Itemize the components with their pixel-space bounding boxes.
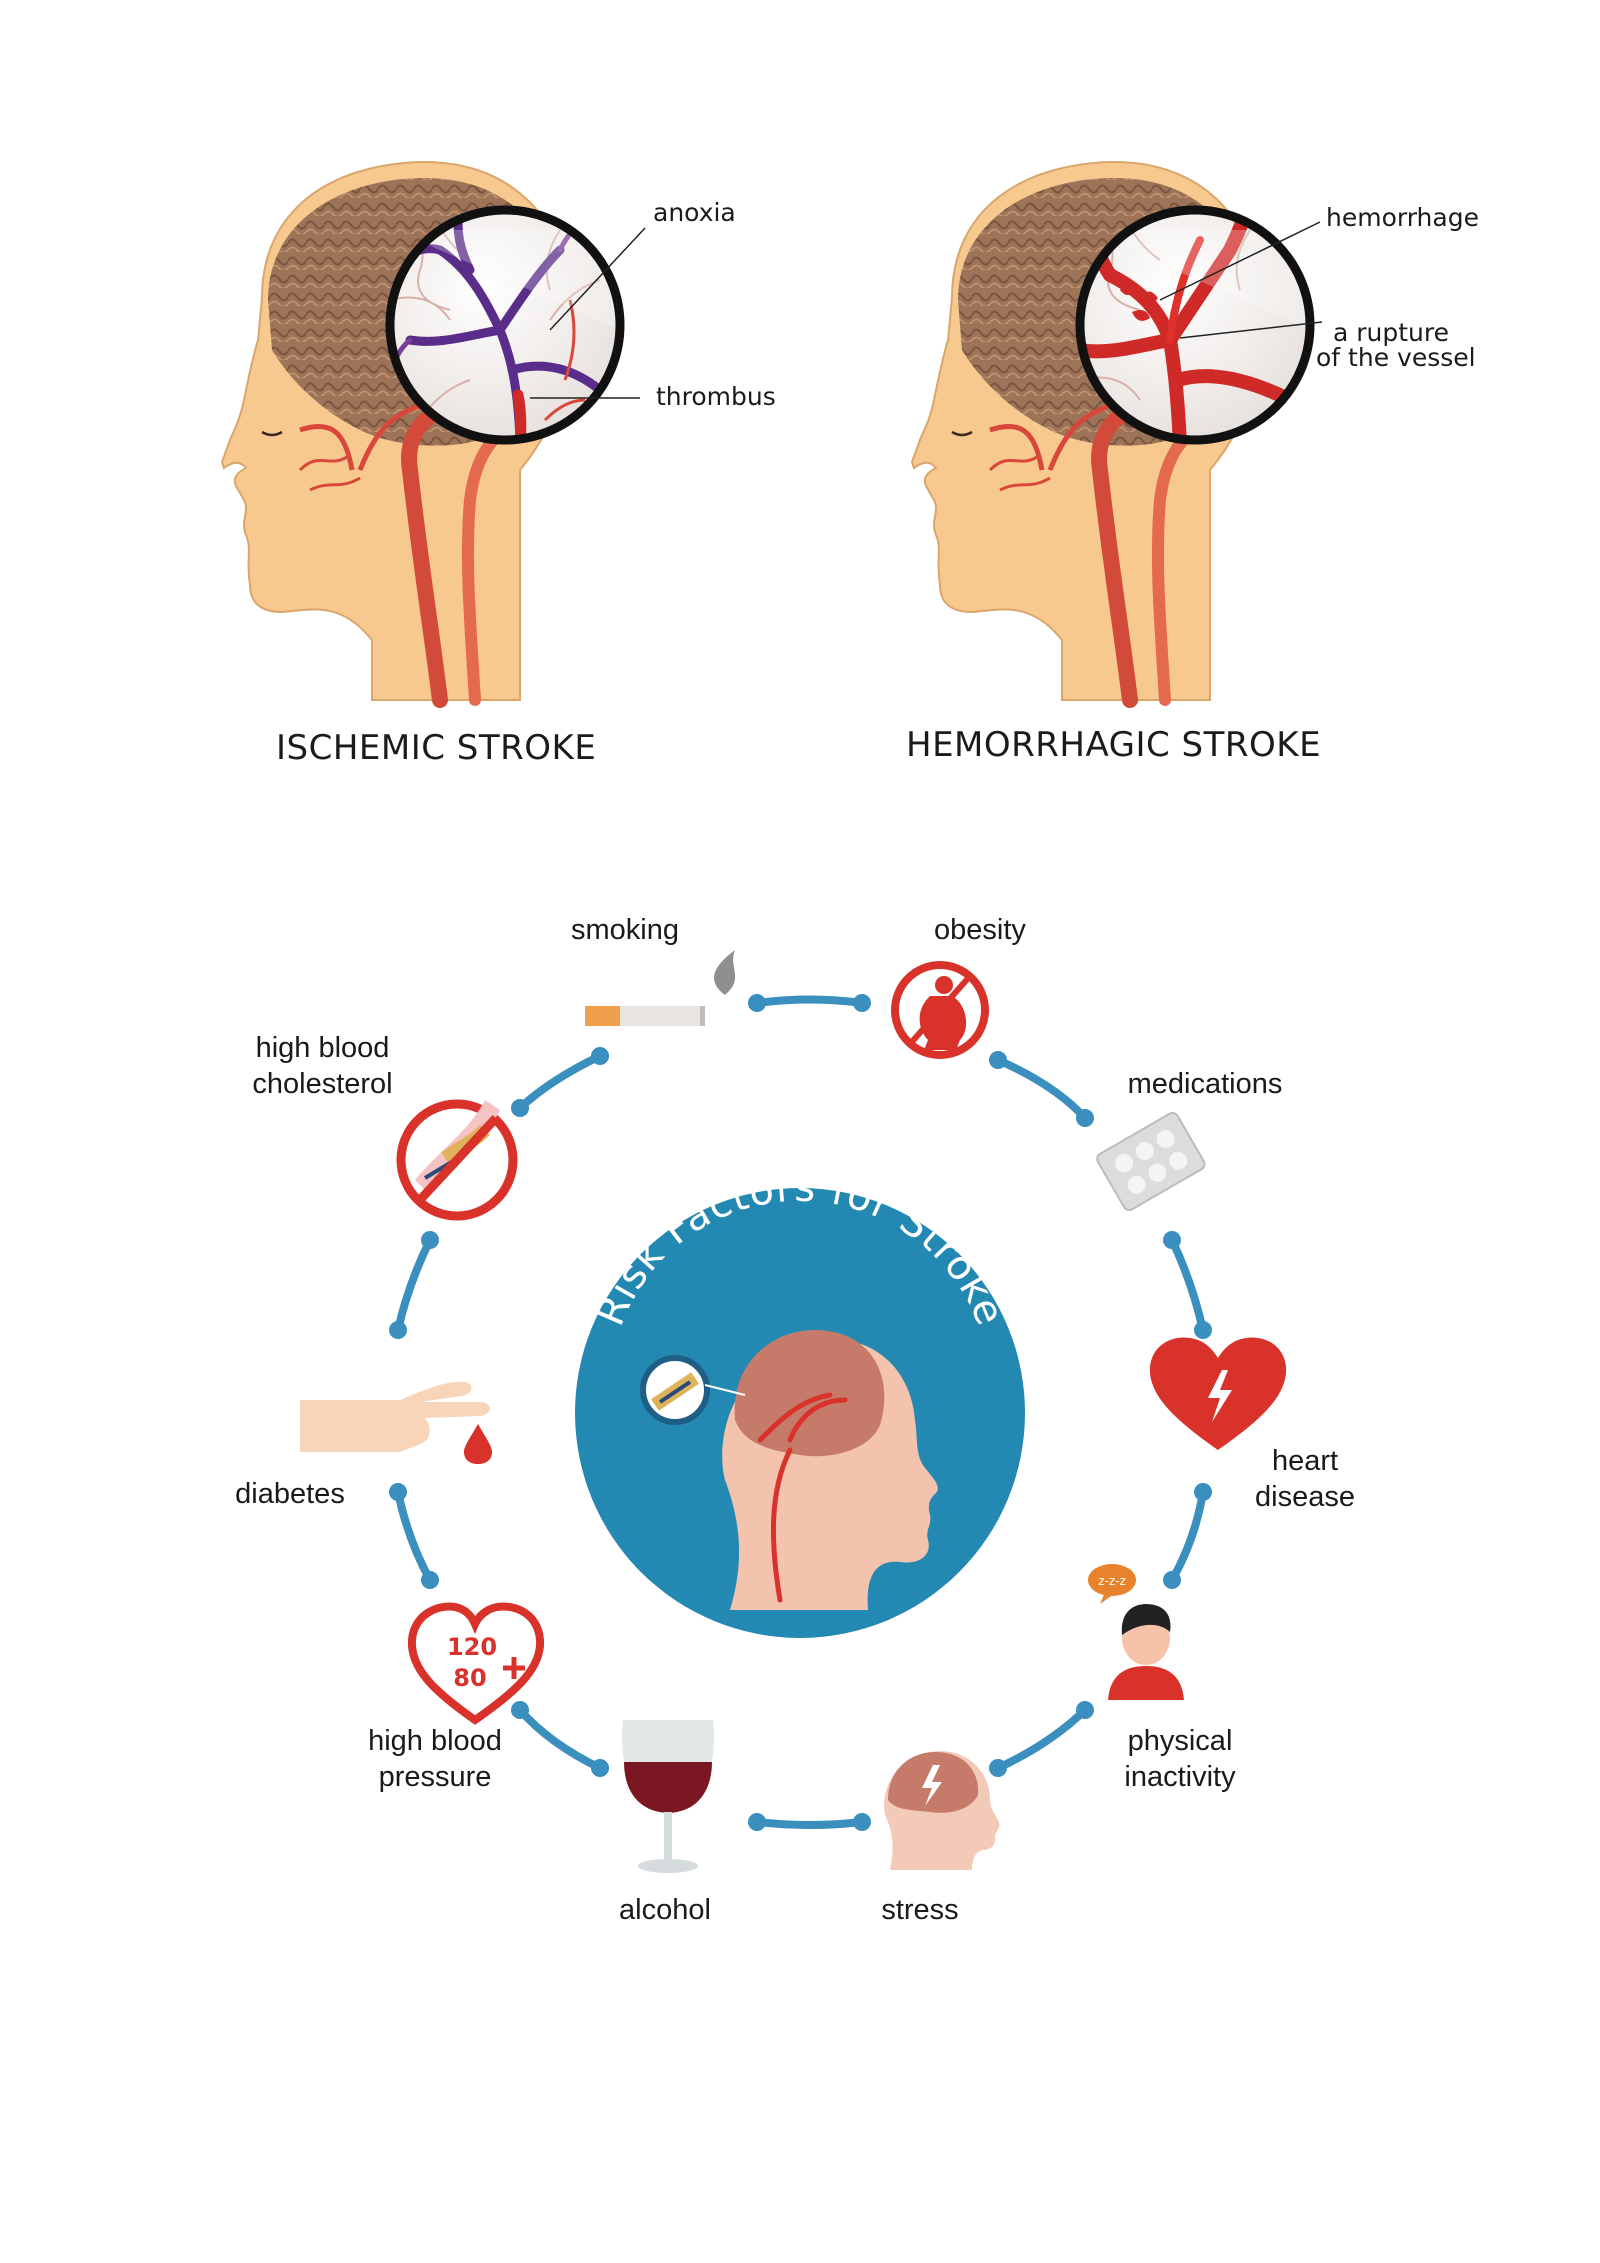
hemorrhagic-magnifier [1075, 205, 1323, 445]
ischemic-title: ISCHEMIC STROKE [276, 728, 597, 768]
connector-beads [389, 994, 1212, 1831]
obesity-icon [891, 961, 989, 1059]
hemorrhagic-label-hemorrhage: hemorrhage [1326, 203, 1479, 232]
diastolic-value: 80 [453, 1664, 486, 1692]
connector-ring [394, 995, 1207, 1829]
label-smoking: smoking [571, 914, 679, 946]
label-medications: medications [1127, 1068, 1283, 1100]
heart-disease-icon [1149, 1337, 1287, 1450]
hemorrhagic-label-rupture-line1: a rupture [1333, 318, 1450, 347]
ischemic-label-thrombus: thrombus [656, 382, 776, 411]
label-obesity: obesity [934, 914, 1026, 946]
svg-text:Risk Factors for Stroke: Risk Factors for Stroke [587, 1165, 1013, 1333]
ischemic-label-anoxia: anoxia [653, 198, 736, 227]
center-title: Risk Factors for Stroke [587, 1165, 1012, 1333]
stress-head-icon [884, 1751, 1000, 1870]
cholesterol-artery-icon [396, 1099, 518, 1221]
hemorrhagic-title: HEMORRHAGIC STROKE [906, 725, 1322, 765]
pills-icon [1096, 1111, 1206, 1212]
center-disk [575, 1188, 1025, 1638]
label-diabetes: diabetes [235, 1478, 345, 1510]
finger-blood-drop-icon [300, 1381, 492, 1464]
systolic-value: 120 [447, 1633, 497, 1661]
label-alcohol: alcohol [619, 1894, 711, 1926]
hemorrhagic-label-rupture-line2: of the vessel [1316, 343, 1476, 372]
wine-glass-icon [621, 1720, 715, 1873]
blood-pressure-heart-icon: 120 80 [407, 1602, 545, 1725]
cigarette-icon [585, 950, 736, 1026]
label-stress: stress [881, 1894, 959, 1926]
sleeping-person-icon: z-z-z [1088, 1564, 1184, 1700]
sleep-bubble-text: z-z-z [1098, 1574, 1126, 1588]
